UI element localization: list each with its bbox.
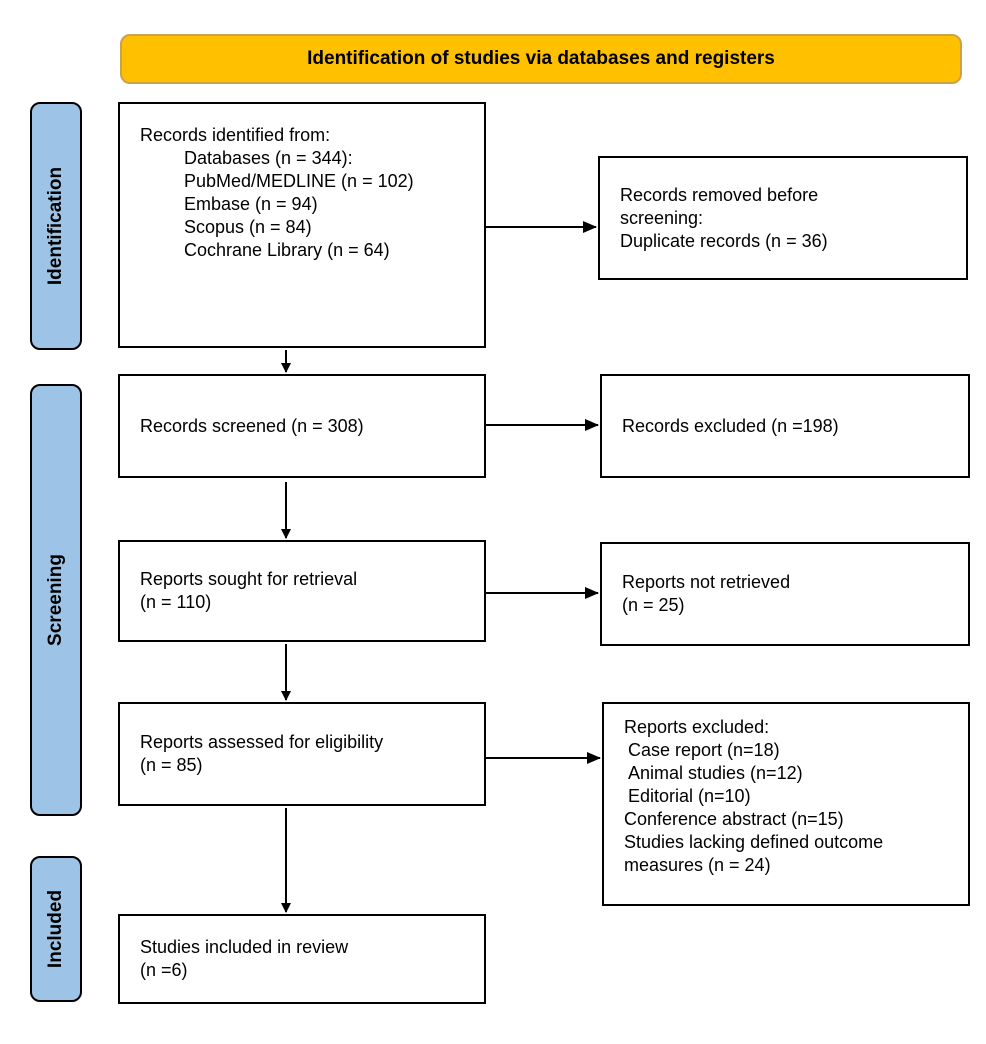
records-identified-line: Cochrane Library (n = 64) [184, 240, 390, 260]
records-screened-line: Records screened (n = 308) [140, 415, 364, 436]
reports-excluded-line: Studies lacking defined outcome [624, 832, 884, 852]
reports-assessed-line: (n = 85) [140, 755, 203, 775]
reports-sought-line: (n = 110) [140, 592, 212, 612]
records-identified-line: Databases (n = 344): [184, 148, 353, 168]
reports-not-retrieved-box: Reports not retrieved (n = 25) [600, 542, 970, 646]
phase-screening: Screening [30, 384, 82, 816]
records-excluded-box: Records excluded (n =198) [600, 374, 970, 478]
reports-assessed-line: Reports assessed for eligibility [140, 732, 384, 752]
records-identified-line: PubMed/MEDLINE (n = 102) [184, 171, 414, 191]
reports-excluded-box: Reports excluded: Case report (n=18) Ani… [602, 702, 970, 906]
records-removed-line: screening: [620, 207, 704, 228]
reports-not-retrieved-line: Reports not retrieved [622, 572, 791, 592]
records-removed-line: Records removed before [620, 184, 819, 205]
records-excluded-line: Records excluded (n =198) [622, 415, 839, 436]
phase-included: Included [30, 856, 82, 1002]
records-removed-box: Records removed before screening: Duplic… [598, 156, 968, 280]
records-identified-line: Scopus (n = 84) [184, 217, 312, 237]
records-removed-line: Duplicate records (n = 36) [620, 230, 828, 251]
studies-included-line: (n =6) [140, 960, 188, 980]
reports-sought-line: Reports sought for retrieval [140, 569, 358, 589]
phase-identification: Identification [30, 102, 82, 350]
records-identified-line: Embase (n = 94) [184, 194, 318, 214]
reports-not-retrieved-line: (n = 25) [622, 595, 685, 615]
reports-excluded-line: Conference abstract (n=15) [624, 809, 844, 829]
reports-excluded-heading: Reports excluded: [624, 717, 770, 737]
records-identified-box: Records identified from: Databases (n = … [118, 102, 486, 348]
header-title: Identification of studies via databases … [307, 48, 775, 69]
header-banner: Identification of studies via databases … [120, 34, 962, 84]
records-screened-box: Records screened (n = 308) [118, 374, 486, 478]
studies-included-line: Studies included in review [140, 937, 349, 957]
records-identified-heading: Records identified from: [140, 125, 331, 145]
reports-assessed-box: Reports assessed for eligibility (n = 85… [118, 702, 486, 806]
reports-excluded-line: Case report (n=18) [628, 740, 780, 760]
reports-sought-box: Reports sought for retrieval (n = 110) [118, 540, 486, 642]
studies-included-box: Studies included in review (n =6) [118, 914, 486, 1004]
reports-excluded-line: measures (n = 24) [624, 855, 771, 875]
reports-excluded-line: Animal studies (n=12) [628, 763, 803, 783]
reports-excluded-line: Editorial (n=10) [628, 786, 751, 806]
